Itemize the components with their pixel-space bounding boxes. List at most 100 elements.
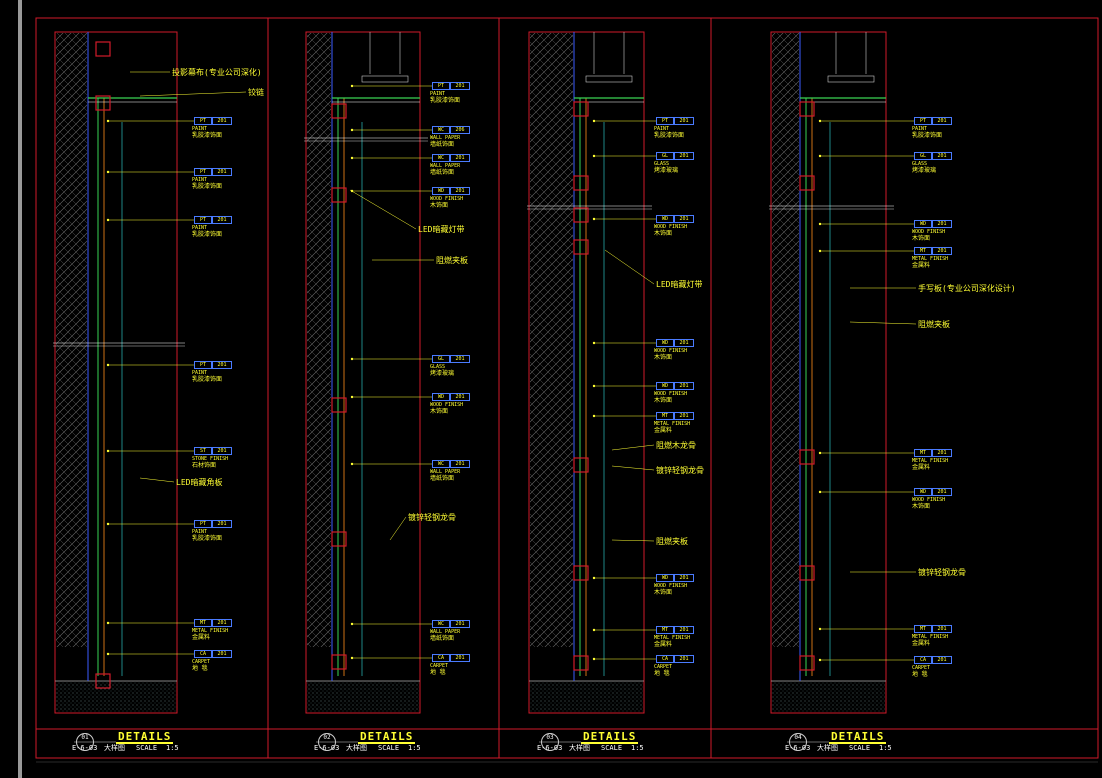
callout-label: LED暗藏灯带 (418, 225, 465, 234)
material-name-en: WOOD FINISH (912, 497, 946, 503)
material-code: WD (432, 393, 450, 401)
material-code: CA (656, 655, 674, 663)
panel-1-blocking-0 (95, 41, 111, 57)
panel-3-blocking-5 (573, 565, 589, 581)
material-number: 201 (932, 220, 952, 228)
material-name-cn: 乳胶漆饰面 (192, 183, 223, 190)
material-code: PT (194, 216, 212, 224)
callout-label: 阻燃夹板 (656, 537, 688, 546)
material-name-cn: 地 毯 (192, 665, 208, 672)
panel-4-floor-hatch (772, 681, 885, 712)
panel-1-tag-dot-2 (106, 218, 110, 222)
panel-4-blocking-1 (799, 175, 815, 191)
material-name-en: WOOD FINISH (912, 229, 946, 235)
material-name-en: WOOD FINISH (430, 402, 464, 408)
material-number: 201 (674, 626, 694, 634)
material-name-cn: 乳胶漆饰面 (912, 132, 943, 139)
callout-label: LED暗藏角板 (176, 478, 223, 487)
material-name-en: WOOD FINISH (654, 224, 688, 230)
material-name-en: METAL FINISH (654, 421, 691, 427)
material-name-cn: 石材饰面 (192, 462, 217, 469)
panel-3-tag-dot-7 (592, 628, 596, 632)
callout-label: 镀锌轻钢龙骨 (918, 568, 966, 577)
material-number: 201 (674, 215, 694, 223)
material-name-en: PAINT (192, 370, 208, 376)
material-name-cn: 地 毯 (912, 671, 928, 678)
material-number: 201 (212, 117, 232, 125)
panel-3-blocking-1 (573, 175, 589, 191)
callout-label: LED暗藏灯带 (656, 280, 703, 289)
material-number: 201 (450, 187, 470, 195)
panel-1-callout-leader-1 (139, 91, 247, 97)
material-name-cn: 乳胶漆饰面 (192, 535, 223, 542)
material-name-cn: 金属料 (912, 464, 931, 471)
material-name-en: PAINT (430, 91, 446, 97)
panel-3-blocking-6 (573, 655, 589, 671)
scale-value: 1:5 (631, 744, 644, 752)
material-name-cn: 乳胶漆饰面 (430, 97, 461, 104)
panel-1-tag-dot-3 (106, 363, 110, 367)
material-number: 201 (450, 355, 470, 363)
callout-label: 阻燃木龙骨 (656, 441, 696, 450)
detail-reference: E-6-03 (314, 744, 340, 752)
detail-name: 大样图 (104, 744, 125, 752)
material-code: WC (432, 126, 450, 134)
material-name-en: CARPET (192, 659, 211, 665)
material-name-en: WOOD FINISH (654, 583, 688, 589)
panel-3-floor-hatch (530, 681, 643, 712)
material-number: 201 (932, 488, 952, 496)
material-number: 201 (450, 460, 470, 468)
callout-label: 投影幕布(专业公司深化) (172, 68, 262, 77)
material-code: WD (914, 488, 932, 496)
material-code: PT (194, 361, 212, 369)
scale-value: 1:5 (166, 744, 179, 752)
panel-2-tag-dot-2 (350, 156, 354, 160)
material-code: PT (432, 82, 450, 90)
detail-number-circle: 03 (541, 733, 559, 751)
material-name-cn: 乳胶漆饰面 (192, 231, 223, 238)
material-number: 201 (212, 619, 232, 627)
panel-3-ceiling-frame (585, 75, 633, 83)
material-code: MT (656, 412, 674, 420)
material-name-cn: 地 毯 (430, 669, 446, 676)
material-code: MT (656, 626, 674, 634)
material-name-cn: 木饰面 (654, 589, 673, 596)
detail-reference: E-6-03 (72, 744, 98, 752)
material-name-en: PAINT (192, 126, 208, 132)
material-number: 201 (932, 625, 952, 633)
detail-name: 大样图 (569, 744, 590, 752)
material-name-en: WALL PAPER (430, 163, 461, 169)
panel-4-tag-dot-5 (818, 490, 822, 494)
panel-4-tag-dot-0 (818, 119, 822, 123)
material-name-cn: 金属料 (654, 641, 673, 648)
material-code: WD (656, 215, 674, 223)
callout-label: 镀锌轻钢龙骨 (408, 513, 456, 522)
material-number: 201 (450, 654, 470, 662)
panel-3-tag-dot-2 (592, 217, 596, 221)
panel-2-blocking-2 (331, 397, 347, 413)
material-code: GL (432, 355, 450, 363)
material-name-en: METAL FINISH (912, 458, 949, 464)
detail-name: 大样图 (817, 744, 838, 752)
panel-3-callout-leader-1 (611, 444, 655, 451)
detail-number-circle: 02 (318, 733, 336, 751)
material-name-en: METAL FINISH (654, 635, 691, 641)
panel-3-blocking-2 (573, 207, 589, 223)
panel-1-tag-dot-4 (106, 449, 110, 453)
